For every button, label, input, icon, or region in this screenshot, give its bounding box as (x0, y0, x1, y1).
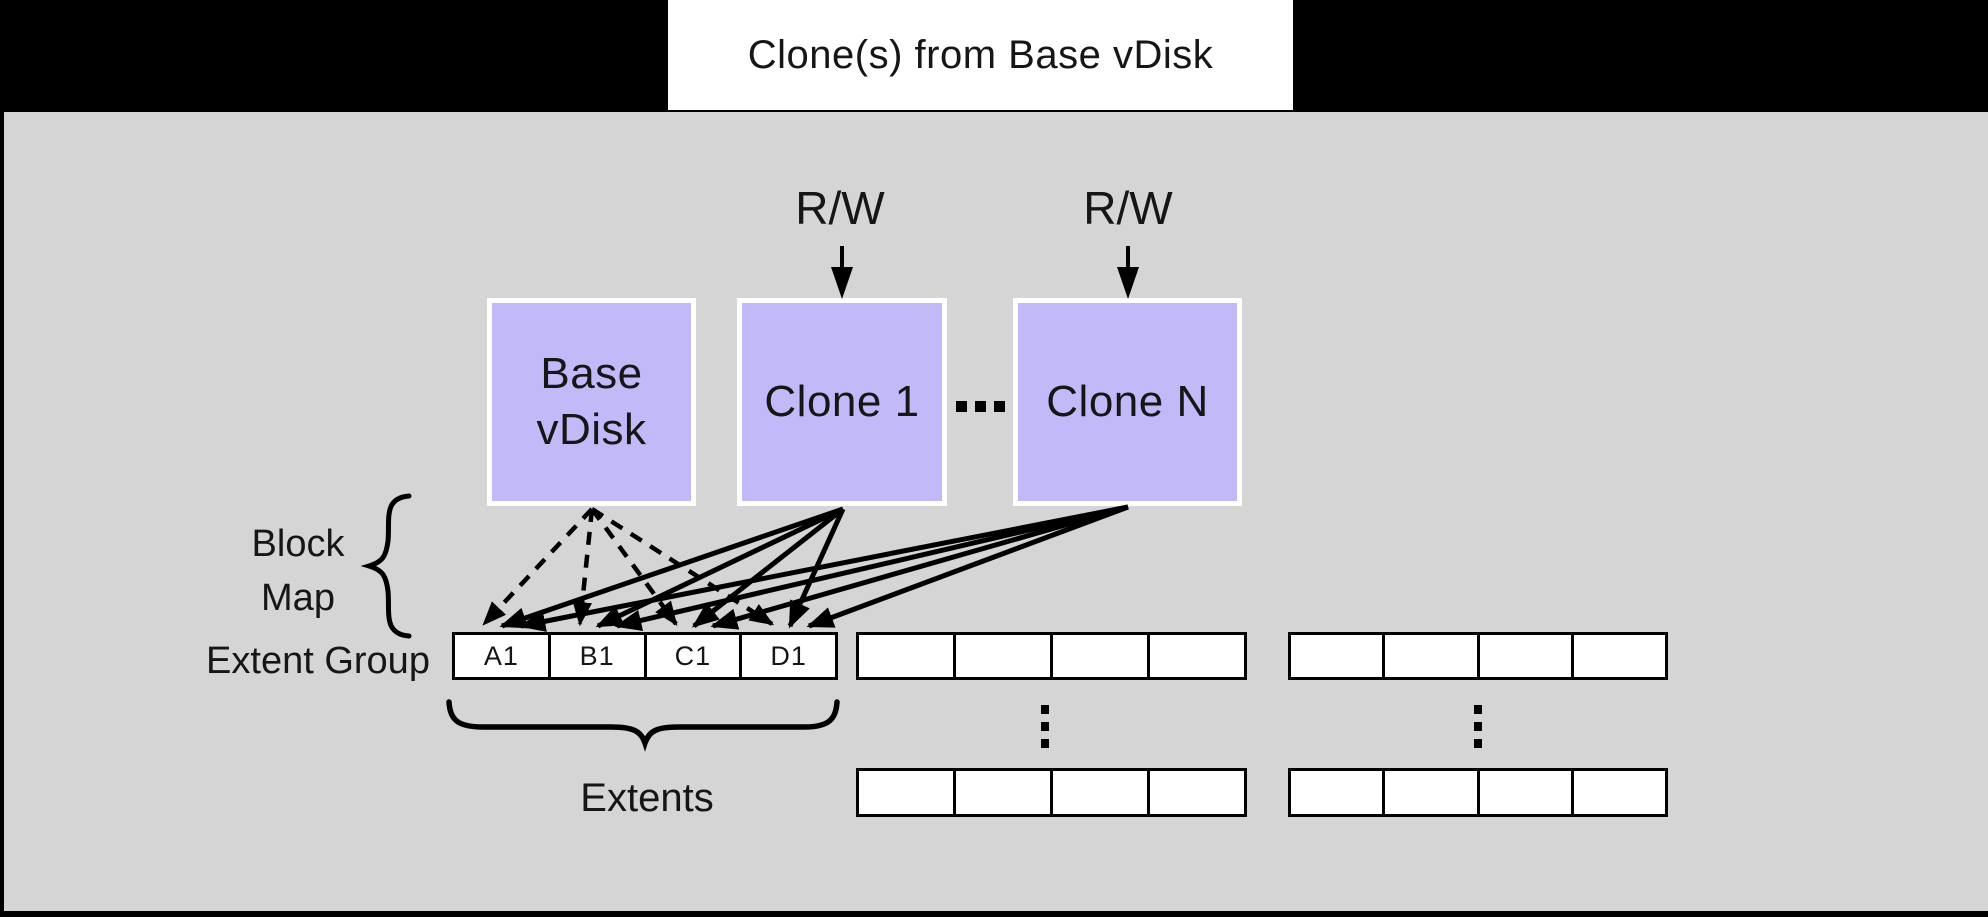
title-box: Clone(s) from Base vDisk (668, 0, 1293, 110)
base-vdisk-label-line1: Base (540, 349, 643, 398)
block-map-label: Block Map (251, 523, 345, 619)
extents-label: Extents (580, 776, 714, 820)
extent-group-label: Extent Group (206, 640, 430, 682)
extent-group-3 (1288, 632, 1668, 680)
clones-ellipsis (956, 401, 1005, 412)
extent-cell-d1: D1 (739, 635, 835, 677)
clone-n-label: Clone N (1046, 377, 1209, 426)
extent-cell-a1: A1 (483, 640, 519, 671)
clone-n-box: Clone N (1013, 298, 1242, 506)
rw-label-left: R/W (795, 182, 885, 234)
extent-rows-ellipsis-right (1474, 705, 1482, 748)
base-vdisk-box: Base vDisk (487, 298, 696, 506)
extent-cell-c1: C1 (643, 635, 740, 677)
base-vdisk-label-line2: vDisk (536, 405, 647, 454)
extent-group-2 (856, 632, 1247, 680)
page-title: Clone(s) from Base vDisk (747, 32, 1214, 77)
clone-1-label: Clone 1 (764, 377, 920, 426)
extent-cell-b1: B1 (547, 635, 644, 677)
rw-label-right: R/W (1083, 182, 1173, 234)
clone-1-box: Clone 1 (737, 298, 947, 506)
extent-group-5 (1288, 768, 1668, 817)
extent-rows-ellipsis-left (1041, 705, 1049, 748)
extent-group-4 (856, 768, 1247, 817)
extent-group-1: A1 B1 C1 D1 (452, 632, 838, 680)
